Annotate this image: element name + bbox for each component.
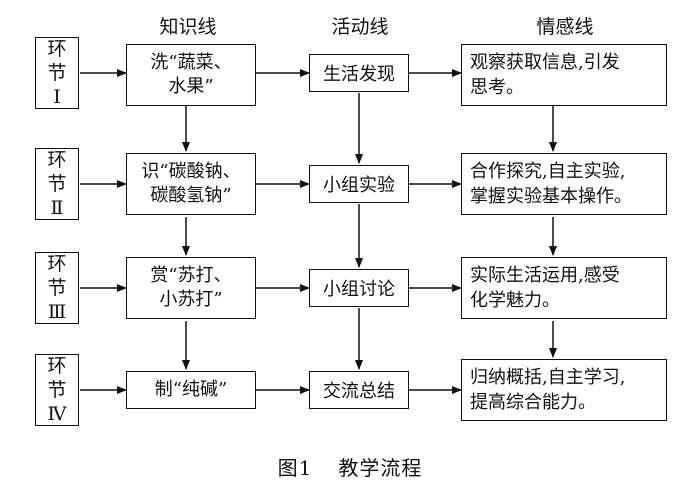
figure-caption: 图1 教学流程 [0,452,700,481]
stage-3-knowledge: 赏“苏打、小苏打” [126,257,256,319]
stage-1-emotion: 观察获取信息,引发思考。 [461,44,667,106]
stage-3-activity: 小组讨论 [309,269,409,307]
stage-1-activity: 生活发现 [309,54,409,92]
stage-1-knowledge: 洗“蔬菜、水果” [126,44,256,106]
stage-4-emotion: 归纳概括,自主学习,提高综合能力。 [461,359,667,421]
stage-4-activity: 交流总结 [309,371,409,409]
figure-number: 图1 [277,456,313,480]
stage-2-knowledge: 识“碳酸钠、碳酸氢钠” [126,153,256,215]
stage-2-emotion: 合作探究,自主实验,掌握实验基本操作。 [461,153,667,215]
stage-3-emotion: 实际生活运用,感受化学魅力。 [461,257,667,319]
emotion-line-header: 情感线 [536,16,594,38]
knowledge-line-header: 知识线 [159,16,217,38]
stage-4-knowledge: 制“纯碱” [126,371,256,409]
stage-2-activity: 小组实验 [309,165,409,203]
activity-line-header: 活动线 [331,16,389,38]
figure-title: 教学流程 [338,456,423,480]
